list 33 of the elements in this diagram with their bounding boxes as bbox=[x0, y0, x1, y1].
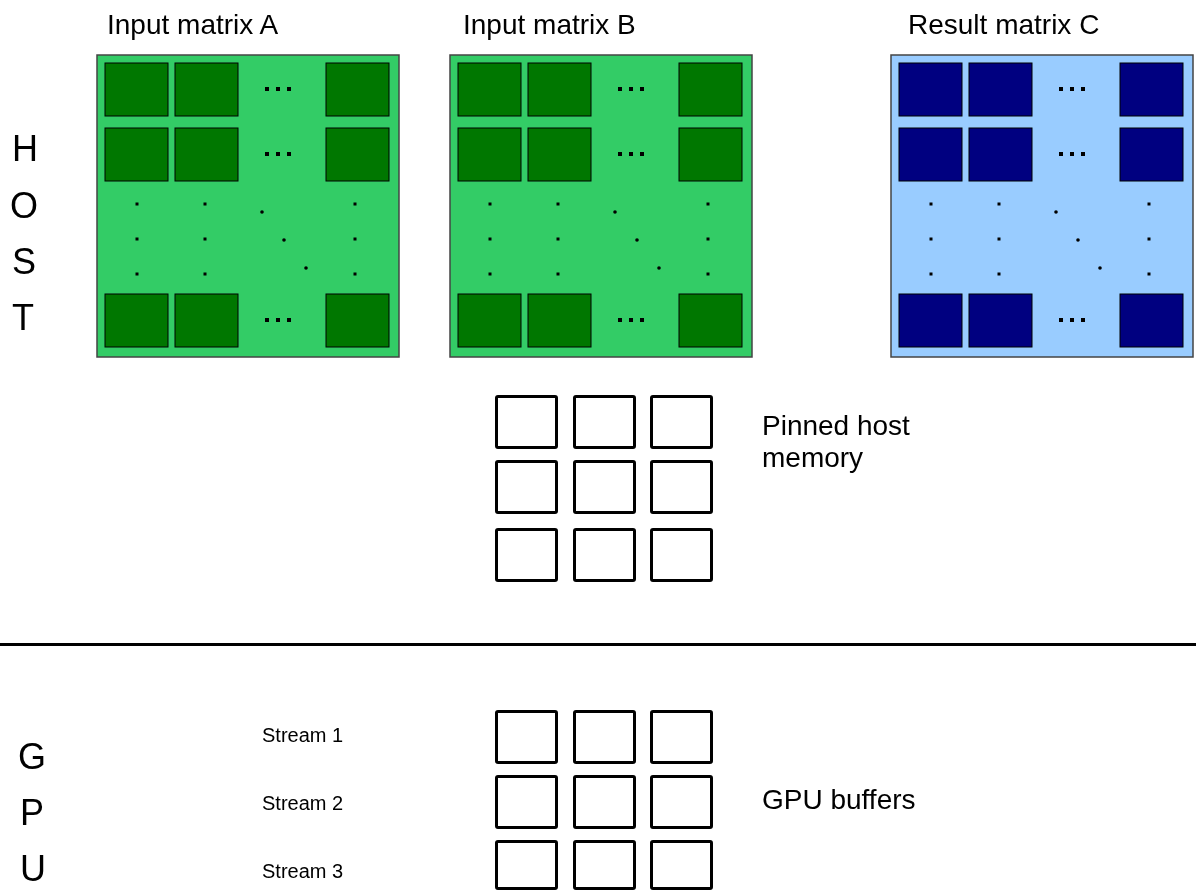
buffer-slot bbox=[650, 460, 713, 514]
matrix-title: Input matrix A bbox=[107, 8, 279, 42]
section-label: Pinned host memory bbox=[762, 410, 911, 475]
stream-label: Stream 2 bbox=[262, 792, 344, 815]
stream-label: Stream 1 bbox=[262, 724, 344, 747]
buffer-slot bbox=[650, 710, 713, 764]
buffer-slot bbox=[650, 840, 713, 890]
buffer-slot bbox=[495, 395, 558, 449]
axis-letter: H bbox=[12, 128, 38, 170]
axis-letter: O bbox=[10, 185, 38, 227]
matrix-title: Result matrix C bbox=[908, 8, 1100, 42]
buffer-slot bbox=[650, 775, 713, 829]
buffer-slot bbox=[573, 528, 636, 582]
axis-letter: G bbox=[18, 736, 46, 778]
axis-letter: U bbox=[20, 848, 46, 890]
axis-letter: S bbox=[12, 241, 36, 283]
buffer-slot bbox=[573, 775, 636, 829]
axis-letter: P bbox=[20, 792, 44, 834]
buffer-slot bbox=[495, 710, 558, 764]
buffer-slot bbox=[495, 528, 558, 582]
stream-label: Stream 3 bbox=[262, 860, 344, 883]
buffer-slot bbox=[573, 460, 636, 514]
buffer-slot bbox=[573, 395, 636, 449]
buffer-slot bbox=[495, 775, 558, 829]
axis-letter: T bbox=[12, 297, 34, 339]
buffer-slot bbox=[650, 395, 713, 449]
buffer-slot bbox=[573, 840, 636, 890]
buffer-slot bbox=[495, 460, 558, 514]
buffer-slot bbox=[650, 528, 713, 582]
matrix-title: Input matrix B bbox=[463, 8, 636, 42]
buffer-slot bbox=[573, 710, 636, 764]
section-label: GPU buffers bbox=[762, 784, 916, 817]
buffer-slot bbox=[495, 840, 558, 890]
